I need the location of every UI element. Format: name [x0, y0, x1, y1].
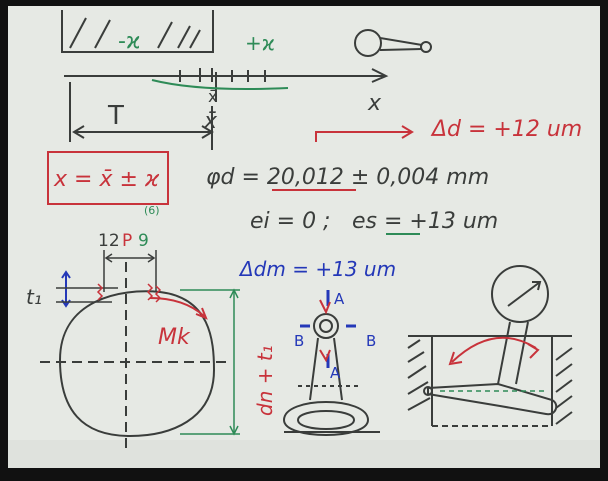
P-label: P — [122, 231, 132, 251]
B-left-label: B — [294, 332, 304, 350]
green-tolerance-arc — [151, 79, 289, 90]
gauge-probe — [423, 382, 558, 416]
delta-dm-label: Δdm = +13 um — [238, 257, 396, 281]
red-arrow-bottom — [319, 349, 331, 363]
dn-dimension — [180, 288, 240, 436]
A-bottom-label: A — [330, 364, 341, 382]
xbar-mid-label: x̄ — [203, 109, 218, 134]
workpiece-circle — [40, 262, 232, 450]
t1-label: t₁ — [26, 285, 42, 309]
six-label: (6) — [144, 204, 160, 217]
rotation-arrow-right — [527, 343, 540, 359]
red-pointer-line — [315, 131, 410, 142]
xbar-bigT: T — [107, 101, 124, 131]
twelve-label: 12 — [98, 231, 120, 251]
rotation-arrow-left — [448, 351, 463, 366]
dial-gauge — [491, 265, 549, 385]
xbar-top-label: x̄ — [208, 87, 217, 106]
mk-arrow-head — [195, 307, 208, 320]
hatched-zone — [61, 10, 214, 53]
delta-d-top-label: Δd = +12 um — [430, 117, 582, 142]
es-label: es = +13 um — [352, 209, 498, 234]
board-lower-shade — [8, 440, 600, 468]
phi-d-label: φd = 20,012 ± 0,004 mm — [206, 165, 489, 190]
minus-x-label: -ϰ — [118, 29, 141, 54]
Mk-label: Mk — [158, 325, 191, 350]
pitch-dimension — [103, 250, 157, 292]
red-arrow-top — [319, 299, 331, 315]
plus-x-label: +ϰ — [245, 31, 275, 55]
nine-label: 9 — [138, 231, 149, 251]
axis-x-label: x — [367, 91, 382, 116]
mk-arrow — [149, 297, 205, 317]
formula-box-text: x = x̄ ± ϰ — [53, 167, 160, 192]
red-pointer-arrow — [401, 125, 414, 139]
x-axis — [64, 68, 389, 102]
formula-box-frame — [47, 151, 169, 205]
xbar-span — [69, 82, 214, 150]
ei-label: ei = 0 ; — [250, 209, 330, 234]
A-top-label: A — [334, 290, 345, 308]
dn-t1-label: dn + t₁ — [253, 345, 277, 416]
rotation-arrow — [451, 336, 537, 363]
pin-sketch — [354, 29, 432, 57]
B-right-label: B — [366, 332, 376, 350]
bore-walls — [407, 335, 573, 427]
board-surface — [8, 6, 600, 468]
t1-extension — [56, 287, 118, 303]
